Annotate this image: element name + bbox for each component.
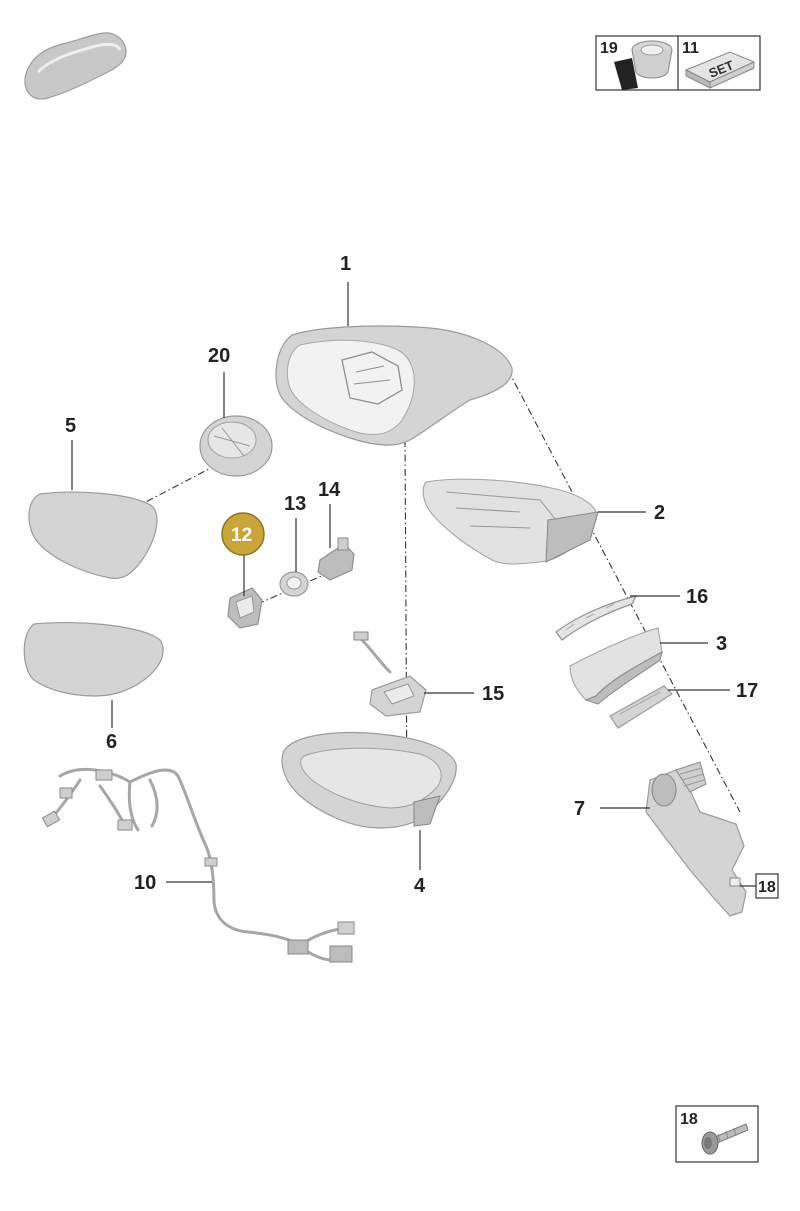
part-7-folding-motor — [645, 761, 747, 917]
label-part-18-box — [755, 873, 779, 899]
part-4-lower-cover — [281, 731, 457, 829]
label-part-12: 12 — [231, 525, 252, 546]
highlight-badge-12[interactable] — [221, 512, 265, 556]
part-15-light-module — [353, 631, 427, 717]
part-6-mirror-glass — [23, 621, 164, 697]
part-1-mirror-housing — [275, 325, 513, 446]
part-labels: 1 2 3 4 5 6 7 10 13 14 15 16 17 20 18 12 — [65, 253, 779, 899]
legend-box-screw: 18 — [675, 1105, 759, 1163]
part-12-retaining-clip — [227, 587, 263, 629]
legend-box-accessories: 19 11 SET — [595, 35, 761, 91]
part-20-adjustment-motor — [199, 415, 273, 477]
part-2-bracket — [422, 478, 599, 565]
car-silhouette-icon — [24, 32, 127, 100]
label-part-20: 20 — [208, 345, 230, 367]
adhesive-tape-icon — [614, 40, 673, 90]
label-part-2: 2 — [654, 502, 665, 524]
legend-number-19: 19 — [600, 40, 618, 57]
screw-icon — [701, 1123, 749, 1155]
part-5-mirror-glass — [28, 491, 158, 579]
label-part-1: 1 — [340, 253, 351, 275]
part-13-ring-clip — [279, 571, 309, 597]
label-part-18: 18 — [758, 879, 776, 896]
label-part-4: 4 — [414, 875, 426, 897]
leader-lines — [71, 282, 756, 887]
label-part-7: 7 — [574, 798, 585, 820]
part-10-wiring-harness — [41, 768, 355, 963]
part-3-trim-cover — [569, 627, 663, 705]
label-part-6: 6 — [106, 731, 117, 753]
label-part-17: 17 — [736, 680, 758, 702]
legend-number-18: 18 — [680, 1111, 698, 1128]
part-14-connector — [317, 537, 355, 581]
label-part-5: 5 — [65, 415, 76, 437]
label-part-16: 16 — [686, 586, 708, 608]
label-part-10: 10 — [134, 872, 156, 894]
part-16-seal — [555, 595, 638, 641]
label-part-3: 3 — [716, 633, 727, 655]
set-block-icon: SET — [684, 51, 756, 89]
legend-number-11: 11 — [682, 40, 699, 57]
label-part-13: 13 — [284, 493, 306, 515]
label-part-15: 15 — [482, 683, 504, 705]
part-17-indicator-strip — [609, 685, 673, 729]
label-part-14: 14 — [318, 479, 341, 501]
